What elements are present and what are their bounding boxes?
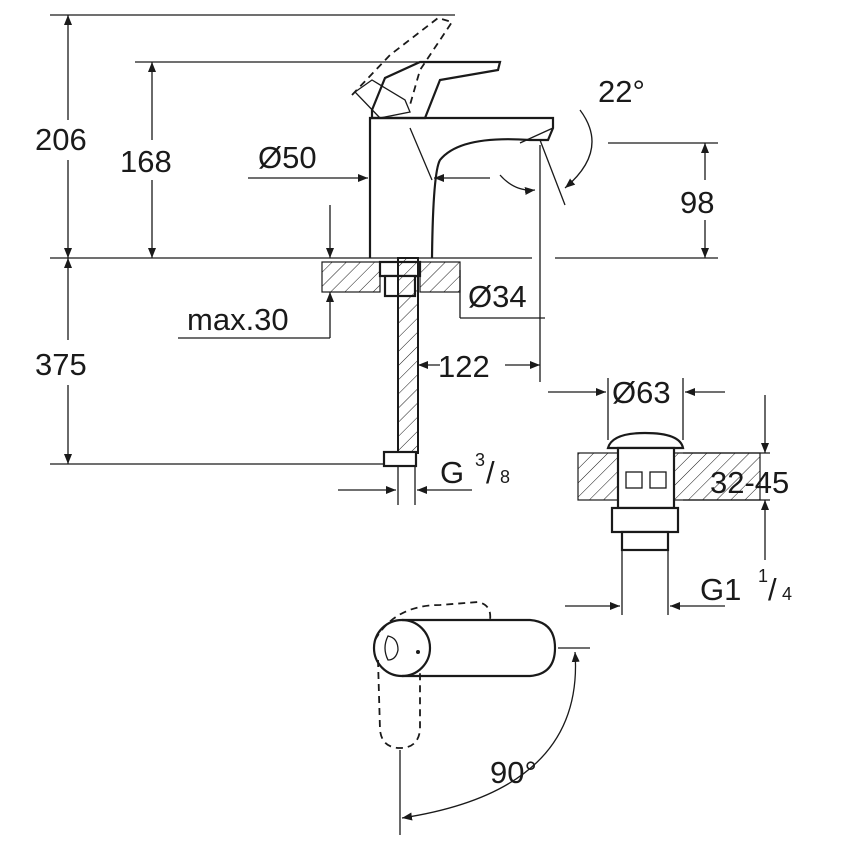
dimension-thread-g38: G 3 / 8 (338, 450, 510, 494)
dimension-168: 168 (120, 62, 172, 258)
dimension-122: 122 (418, 349, 540, 384)
dimension-diameter-50: Ø50 (248, 140, 490, 182)
dim-32-45-label: 32-45 (710, 465, 789, 500)
dim-98-label: 98 (680, 185, 714, 220)
dim-375-label: 375 (35, 347, 87, 382)
dim-206-label: 206 (35, 122, 87, 157)
dim-max-30-label: max.30 (187, 302, 289, 337)
thread-g38-denominator: 8 (500, 467, 510, 487)
thread-g114-prefix: G1 (700, 572, 741, 607)
dimension-angle-22: 22° (499, 74, 645, 206)
dimension-max-30: max.30 (178, 205, 334, 339)
thread-g114-numerator: 1 (758, 566, 768, 586)
counter-section (321, 257, 461, 505)
faucet-side-view (351, 17, 555, 259)
fraction-slash: / (486, 455, 495, 490)
thread-g38-numerator: 3 (475, 450, 485, 470)
popup-waste: Ø63 32-45 G1 1 / 4 (548, 375, 792, 615)
dim-angle-90-label: 90° (490, 755, 537, 790)
thread-g38-prefix: G (440, 455, 464, 490)
dim-122-label: 122 (438, 349, 490, 384)
dim-diameter-50-label: Ø50 (258, 140, 317, 175)
dim-diameter-63-label: Ø63 (612, 375, 671, 410)
faucet-top-view: 90° (372, 601, 590, 835)
fraction-slash: / (768, 572, 777, 607)
reference-lines (50, 14, 718, 465)
dimension-diameter-34: Ø34 (459, 270, 545, 319)
dim-angle-22-label: 22° (598, 74, 645, 109)
dimension-98: 98 (680, 143, 714, 258)
dimension-375: 375 (35, 258, 87, 464)
dimension-206: 206 (35, 14, 87, 258)
thread-g114-denominator: 4 (782, 584, 792, 604)
dim-diameter-34-label: Ø34 (468, 279, 527, 314)
dim-168-label: 168 (120, 144, 172, 179)
